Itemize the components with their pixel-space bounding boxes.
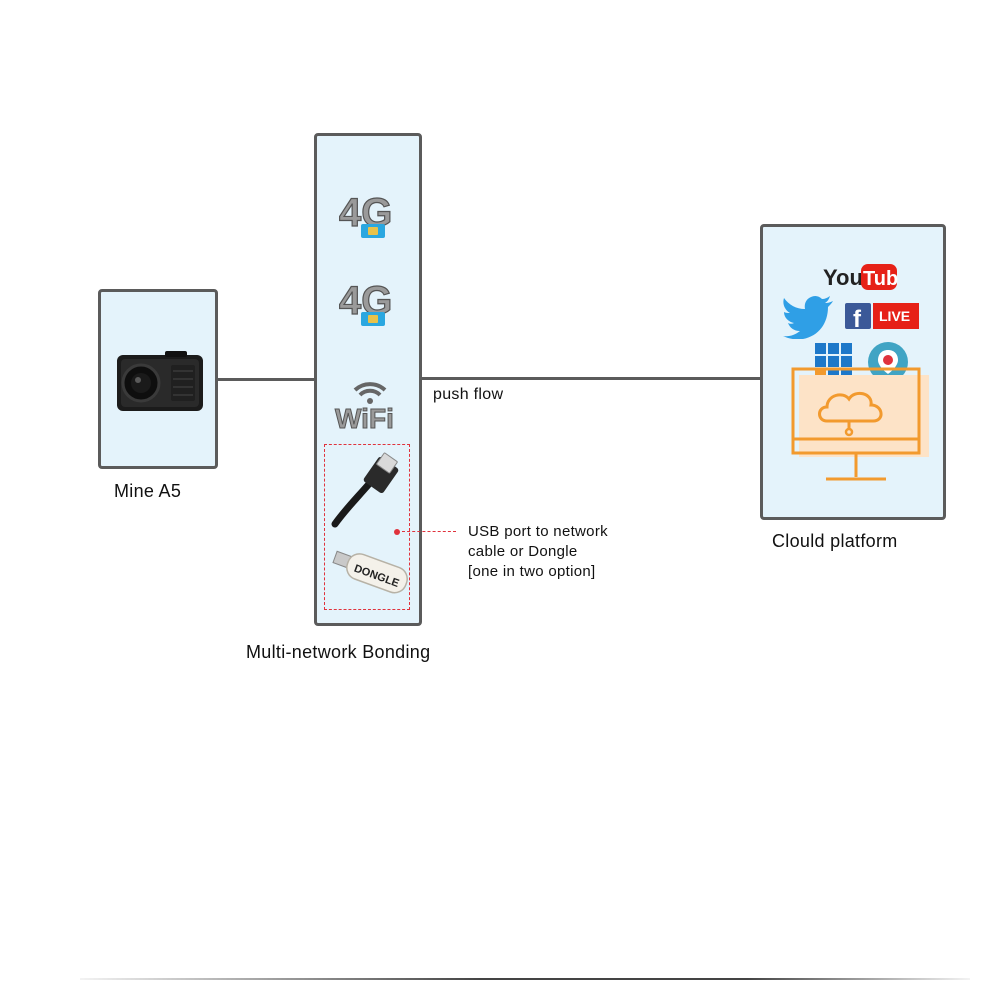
cloud-caption: Clould platform (772, 531, 898, 551)
cloud-node: You Tube f LIVE (760, 224, 946, 520)
wifi-label: WiFi (335, 403, 394, 432)
callout-dot (394, 529, 400, 535)
youtube-tube: Tube (863, 268, 899, 290)
camera-caption: Mine A5 (114, 481, 182, 501)
facebook-icon: f (845, 303, 871, 329)
4g-sim-icon: 4G (338, 278, 393, 326)
live-text: LIVE (879, 308, 910, 324)
connector-camera-to-bonding (218, 378, 314, 381)
ethernet-cable-icon (331, 452, 399, 528)
usb-dongle-icon: DONGLE (332, 550, 408, 594)
usb-note: USB port to network cable or Dongle [one… (468, 522, 608, 582)
grid-app-icon (815, 343, 852, 380)
twitter-icon (783, 295, 833, 339)
facebook-letter: f (853, 306, 862, 329)
camera-icon (117, 351, 203, 411)
bonding-node: 4G 4G WiFi DONGLE (314, 133, 422, 626)
youtube-logo: You Tube (823, 264, 899, 290)
push-flow-label: push flow (433, 386, 504, 403)
usb-note-line: cable or Dongle (468, 543, 578, 560)
4g-sim-icon: 4G (338, 190, 393, 238)
cloud-monitor-icon (791, 367, 929, 481)
wifi-icon: WiFi (335, 382, 394, 432)
camera-node (98, 289, 218, 469)
bottom-divider (80, 978, 970, 980)
usb-note-line: USB port to network (468, 523, 608, 540)
usb-options-highlight (324, 444, 410, 610)
connector-bonding-to-cloud (422, 377, 760, 380)
bonding-caption: Multi-network Bonding (246, 642, 431, 662)
live-badge: LIVE (873, 303, 919, 329)
youtube-you: You (823, 265, 863, 290)
callout-leader (402, 531, 456, 532)
usb-note-line: [one in two option] (468, 563, 596, 580)
